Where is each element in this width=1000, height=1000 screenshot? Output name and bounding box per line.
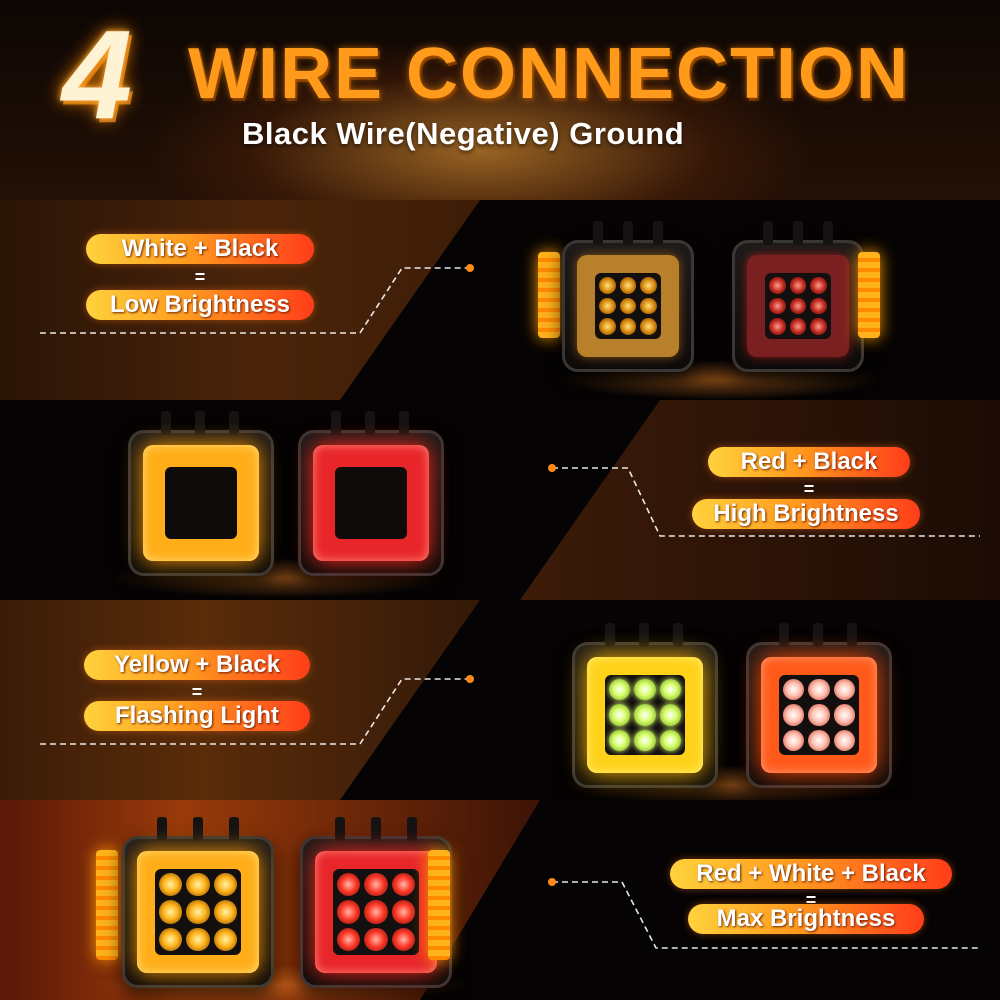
header: 4 WIRE CONNECTION Black Wire(Negative) G… [0, 0, 1000, 200]
side-marker-light [428, 850, 450, 960]
brightness-result-label: High Brightness [692, 499, 920, 529]
side-marker-light [858, 252, 880, 338]
mode-panel-max-brightness: Red + White + Black = Max Brightness [0, 800, 1000, 1000]
lamp-red [298, 411, 444, 576]
lamp-yellow [572, 623, 718, 788]
lamp-amber [562, 221, 694, 372]
wire-combo-label: Yellow + Black [84, 650, 310, 680]
lamp-photo-backdrop [420, 800, 1000, 1000]
brightness-result-label: Flashing Light [84, 701, 310, 731]
wire-count-number: 4 [62, 4, 133, 145]
mode-panel-high-brightness: Red + Black = High Brightness [0, 400, 1000, 600]
lamp-red [732, 221, 864, 372]
wire-combo-label: Red + White + Black [670, 859, 952, 889]
lamp-amber [122, 817, 274, 988]
mode-panel-flashing-light: Yellow + Black = Flashing Light [0, 600, 1000, 800]
brightness-result-label: Max Brightness [688, 904, 924, 934]
lamp-orange [746, 623, 892, 788]
wire-combo-label: Red + Black [708, 447, 910, 477]
wire-combo-label: White + Black [86, 234, 314, 264]
mode-panel-low-brightness: White + Black = Low Brightness [0, 200, 1000, 400]
equals-sign: = [803, 479, 815, 499]
equals-sign: = [191, 682, 203, 702]
page-subtitle: Black Wire(Negative) Ground [242, 116, 685, 151]
brightness-result-label: Low Brightness [86, 290, 314, 320]
equals-sign: = [194, 267, 206, 287]
lamp-amber [128, 411, 274, 576]
page-title: WIRE CONNECTION [188, 34, 910, 114]
side-marker-light [96, 850, 118, 960]
lamp-red [300, 817, 452, 988]
side-marker-light [538, 252, 560, 338]
